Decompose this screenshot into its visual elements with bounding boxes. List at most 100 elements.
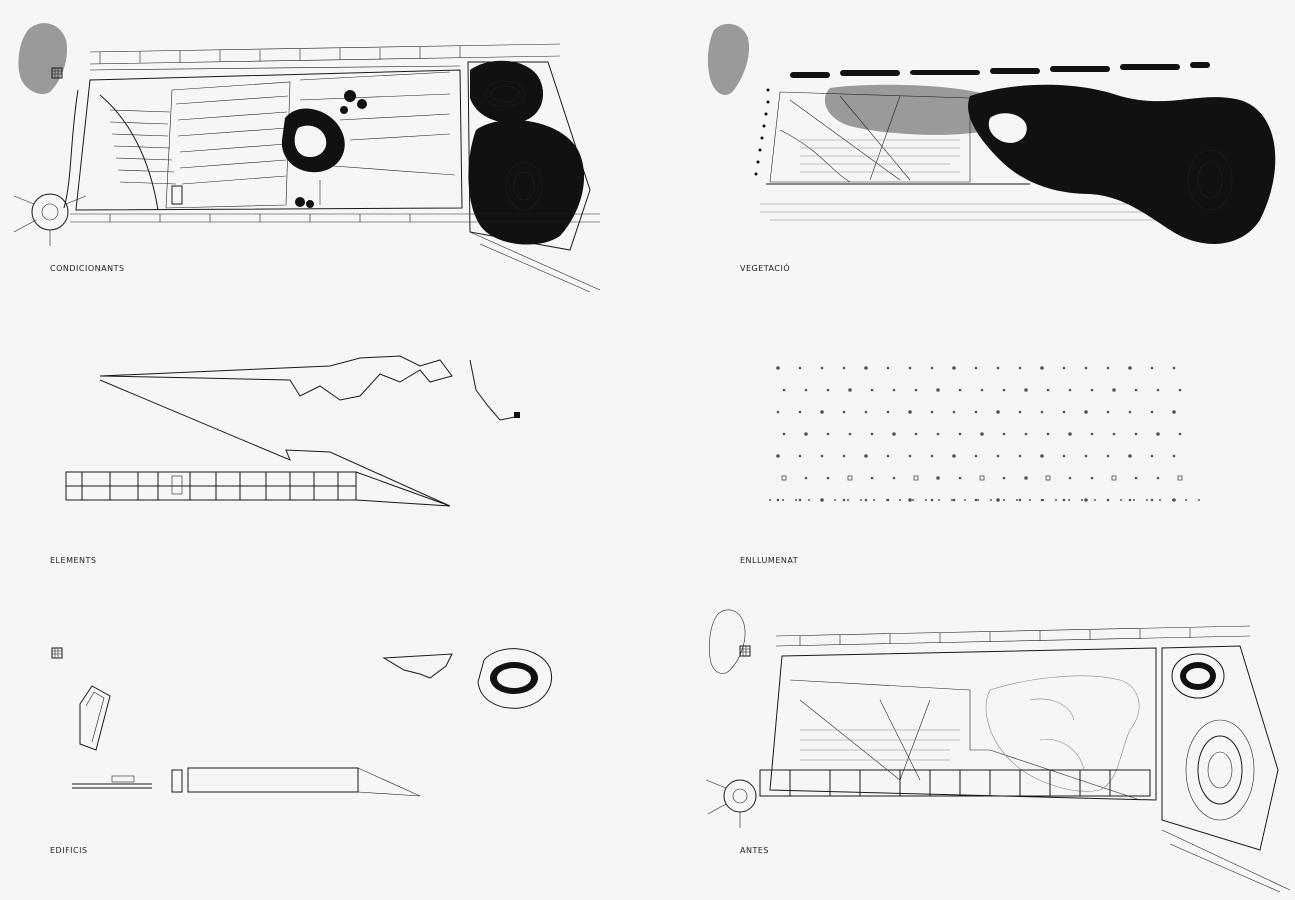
light-point xyxy=(892,432,896,436)
light-point xyxy=(996,498,1000,502)
light-point xyxy=(1068,388,1072,392)
light-point xyxy=(776,366,780,370)
light-point xyxy=(1106,454,1110,458)
light-point xyxy=(1062,498,1066,502)
antes-plan xyxy=(705,609,1291,893)
light-point xyxy=(1128,366,1132,370)
light-point xyxy=(1150,410,1154,414)
light-point xyxy=(1084,454,1088,458)
light-point xyxy=(974,366,978,370)
panel-condicionants: CONDICIONANTS xyxy=(0,0,620,293)
location-key-icon xyxy=(18,23,68,95)
light-point xyxy=(1134,432,1138,436)
light-point xyxy=(1150,366,1154,370)
light-point xyxy=(1002,476,1006,480)
panel-elements: ELEMENTS xyxy=(0,330,620,580)
light-point xyxy=(1094,499,1096,501)
light-point xyxy=(1107,499,1109,501)
light-point xyxy=(776,410,780,414)
light-point xyxy=(834,499,836,501)
light-point xyxy=(1040,454,1044,458)
light-point xyxy=(864,454,868,458)
light-point xyxy=(979,475,985,481)
light-point xyxy=(798,410,802,414)
panel-vegetacio: VEGETACIÓ xyxy=(700,0,1295,290)
vegetacio-plan xyxy=(707,23,1276,244)
panel-caption: ANTES xyxy=(740,846,769,855)
light-point xyxy=(930,410,934,414)
light-point xyxy=(821,499,823,501)
light-point xyxy=(958,388,962,392)
panel-caption: EDIFICIS xyxy=(50,846,88,855)
panel-edificis: EDIFICIS xyxy=(0,620,620,870)
light-point xyxy=(1106,366,1110,370)
light-point xyxy=(936,476,940,480)
light-point xyxy=(951,499,953,501)
light-point xyxy=(1024,476,1028,480)
light-point xyxy=(782,432,786,436)
elements-plan xyxy=(65,355,521,507)
light-point xyxy=(996,410,1000,414)
light-point xyxy=(886,366,890,370)
light-point xyxy=(1134,476,1138,480)
light-point xyxy=(1046,432,1050,436)
light-point xyxy=(781,475,787,481)
light-point xyxy=(980,432,984,436)
light-point xyxy=(886,454,890,458)
light-point xyxy=(964,499,966,501)
light-point xyxy=(1068,476,1072,480)
light-point xyxy=(892,476,896,480)
light-point xyxy=(958,476,962,480)
light-point xyxy=(782,388,786,392)
light-point xyxy=(1024,388,1028,392)
light-point xyxy=(1111,475,1117,481)
light-point xyxy=(990,499,992,501)
light-point xyxy=(864,366,868,370)
light-point xyxy=(795,499,797,501)
light-point xyxy=(1133,499,1135,501)
light-point xyxy=(914,432,918,436)
light-point xyxy=(1084,410,1088,414)
panel-enllumenat: ENLLUMENAT xyxy=(700,330,1295,580)
light-point xyxy=(1081,499,1083,501)
light-point xyxy=(952,498,956,502)
light-point xyxy=(1172,499,1174,501)
light-point xyxy=(899,499,901,501)
light-point xyxy=(1016,499,1018,501)
light-point xyxy=(1156,476,1160,480)
light-point xyxy=(1055,499,1057,501)
panel-caption: ELEMENTS xyxy=(50,556,97,565)
light-point xyxy=(1018,366,1022,370)
light-point xyxy=(1045,475,1051,481)
light-point xyxy=(820,366,824,370)
light-point xyxy=(847,499,849,501)
panel-caption: ENLLUMENAT xyxy=(740,556,799,565)
light-point xyxy=(1172,410,1176,414)
light-point xyxy=(908,366,912,370)
light-point xyxy=(798,454,802,458)
light-point xyxy=(952,410,956,414)
light-point xyxy=(808,499,810,501)
light-point xyxy=(847,475,853,481)
light-point xyxy=(974,410,978,414)
edificis-plan xyxy=(51,647,552,797)
light-point xyxy=(826,476,830,480)
light-point xyxy=(1112,432,1116,436)
light-point xyxy=(798,366,802,370)
light-point xyxy=(886,410,890,414)
light-point xyxy=(848,388,852,392)
light-point xyxy=(1084,498,1088,502)
location-key-icon xyxy=(51,647,63,659)
light-point xyxy=(977,499,979,501)
light-point xyxy=(1185,499,1187,501)
light-point xyxy=(864,410,868,414)
light-point xyxy=(996,366,1000,370)
light-point xyxy=(930,366,934,370)
light-point xyxy=(1024,432,1028,436)
light-point xyxy=(1156,388,1160,392)
light-point xyxy=(1018,454,1022,458)
light-point xyxy=(870,432,874,436)
light-point xyxy=(914,388,918,392)
light-point xyxy=(804,476,808,480)
